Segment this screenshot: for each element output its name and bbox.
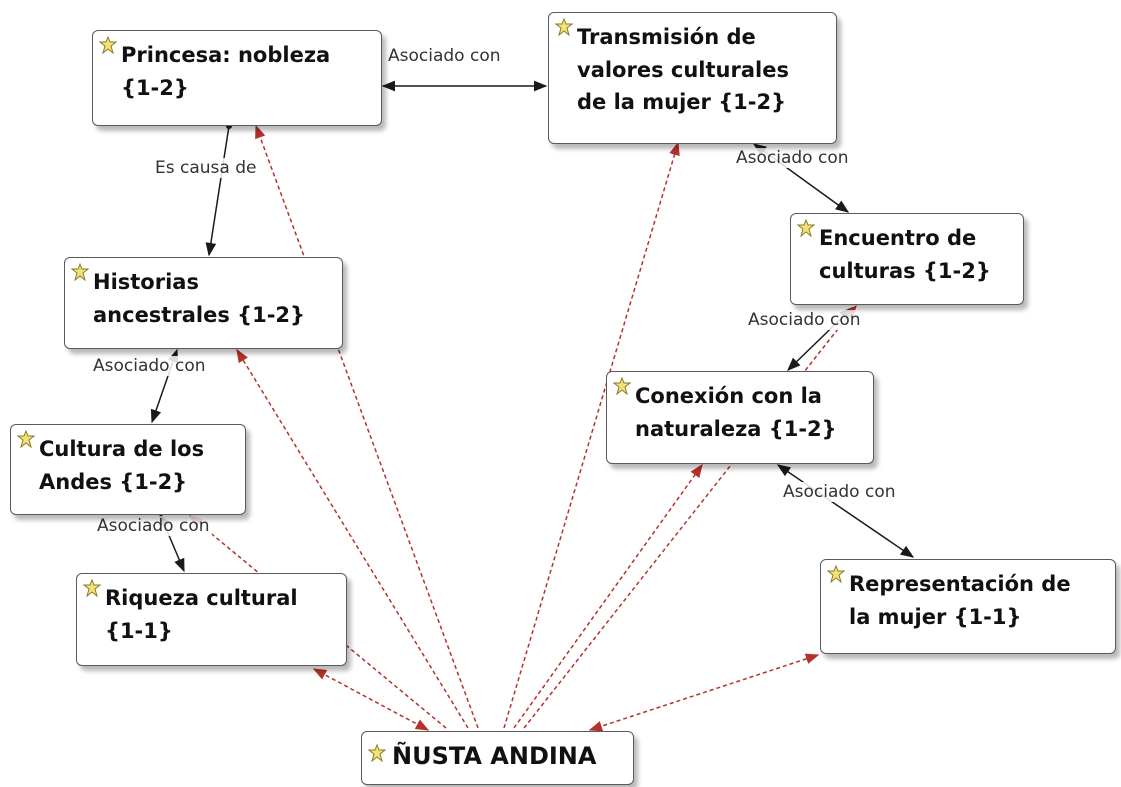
node-label: Transmisión de valores culturales de la … <box>577 25 789 115</box>
relation-label-cultura-riqueza: Asociado con <box>95 516 212 536</box>
code-icon <box>827 565 845 583</box>
code-icon <box>17 430 35 448</box>
node-label: Cultura de los Andes {1-2} <box>39 437 205 494</box>
node-conexion-naturaleza[interactable]: Conexión con la naturaleza {1-2} <box>606 371 874 464</box>
code-link-conexion <box>513 463 703 729</box>
node-transmision-valores[interactable]: Transmisión de valores culturales de la … <box>548 12 837 144</box>
code-link-princesa <box>255 124 479 729</box>
code-link-encuentro <box>523 304 857 729</box>
code-icon <box>555 18 573 36</box>
node-label: Encuentro de culturas {1-2} <box>819 226 991 283</box>
link-conexion-representacion <box>776 464 915 558</box>
code-link-representacion <box>588 653 820 732</box>
relation-label-princesa-transmision: Asociado con <box>386 46 503 66</box>
relation-label-encuentro-conexion: Asociado con <box>746 310 863 330</box>
node-label: Princesa: nobleza {1-2} <box>121 43 331 100</box>
code-link-transmision <box>503 141 680 729</box>
code-link-cultura <box>188 515 447 729</box>
node-riqueza-cultural[interactable]: Riqueza cultural {1-1} <box>76 573 347 666</box>
relation-label-transmision-encuentro: Asociado con <box>734 148 851 168</box>
code-icon <box>797 219 815 237</box>
code-icon <box>83 579 101 597</box>
node-nusta-andina[interactable]: ÑUSTA ANDINA <box>361 731 634 785</box>
node-label: ÑUSTA ANDINA <box>392 742 597 770</box>
node-encuentro-culturas[interactable]: Encuentro de culturas {1-2} <box>790 213 1024 305</box>
node-princesa-nobleza[interactable]: Princesa: nobleza {1-2} <box>92 30 382 126</box>
code-icon <box>71 263 89 281</box>
code-icon <box>99 36 117 54</box>
relation-label-conexion-representacion: Asociado con <box>781 482 898 502</box>
code-icon <box>613 377 631 395</box>
node-label: Riqueza cultural {1-1} <box>105 586 298 643</box>
node-cultura-andes[interactable]: Cultura de los Andes {1-2} <box>10 424 246 515</box>
node-label: Conexión con la naturaleza {1-2} <box>635 384 837 441</box>
code-link-historias <box>236 348 469 729</box>
relation-label-princesa-historias: Es causa de <box>153 158 259 178</box>
node-label: Historias ancestrales {1-2} <box>93 270 305 327</box>
code-icon <box>368 744 386 762</box>
code-link-riqueza <box>312 668 430 731</box>
node-label: Representación de la mujer {1-1} <box>849 572 1071 629</box>
relation-label-historias-cultura: Asociado con <box>91 356 208 376</box>
node-historias-ancestrales[interactable]: Historias ancestrales {1-2} <box>64 257 343 349</box>
link-princesa-historias <box>205 125 230 257</box>
node-representacion-mujer[interactable]: Representación de la mujer {1-1} <box>820 559 1116 654</box>
